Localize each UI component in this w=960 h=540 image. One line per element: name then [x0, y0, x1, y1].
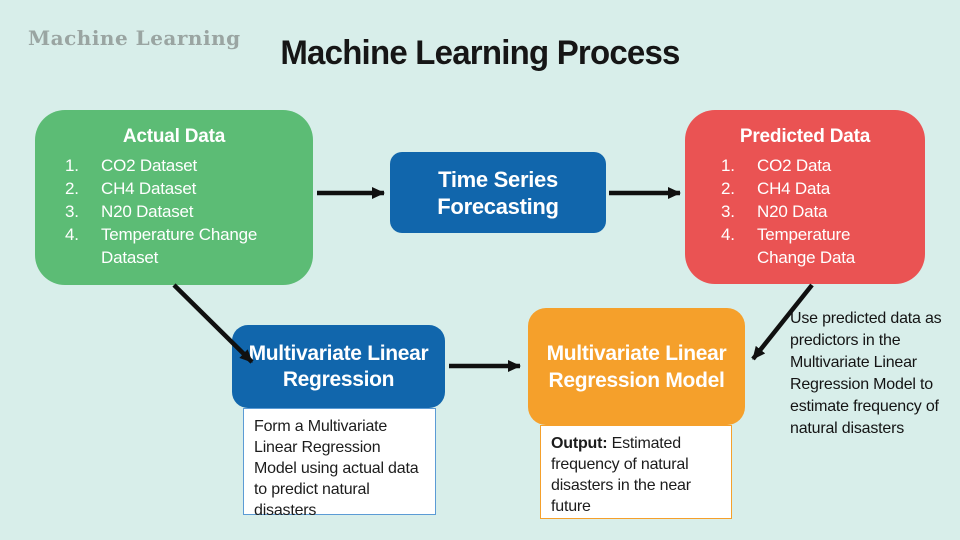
note-output-description: Output: Estimated frequency of natural d…: [540, 425, 732, 519]
list-item: CO2 Dataset: [101, 156, 198, 175]
list-item: N20 Data: [757, 202, 828, 221]
watermark-logo: Machine Learning: [28, 26, 241, 50]
list-item: N20 Dataset: [101, 202, 194, 221]
node-time-series-forecasting-label: Time Series Forecasting: [437, 166, 559, 219]
note-output-text: Estimated frequency of natural disasters…: [551, 435, 691, 515]
list-item: Temperature Change Dataset: [101, 225, 258, 267]
note-output-label: Output:: [551, 435, 608, 452]
node-multivariate-linear-regression: Multivariate Linear Regression: [232, 325, 445, 408]
note-regression-description-text: Form a Multivariate Linear Regression Mo…: [254, 418, 419, 519]
annotation-predicted-usage: Use predicted data as predictors in the …: [790, 310, 942, 437]
page-title: Machine Learning Process: [280, 34, 680, 72]
node-multivariate-linear-regression-model: Multivariate Linear Regression Model: [528, 308, 745, 425]
node-multivariate-linear-regression-model-label: Multivariate Linear Regression Model: [546, 341, 727, 392]
note-regression-description: Form a Multivariate Linear Regression Mo…: [243, 408, 436, 519]
node-predicted-data-title: Predicted Data: [739, 126, 871, 147]
node-multivariate-linear-regression-label: Multivariate Linear Regression: [248, 341, 429, 391]
node-actual-data-title: Actual Data: [122, 126, 226, 147]
node-time-series-forecasting: Time Series Forecasting: [390, 152, 606, 233]
list-item: Temperature Change Data: [757, 225, 855, 267]
list-item: CH4 Dataset: [101, 179, 197, 198]
list-item: CO2 Data: [757, 156, 831, 175]
list-item: CH4 Data: [757, 179, 831, 198]
